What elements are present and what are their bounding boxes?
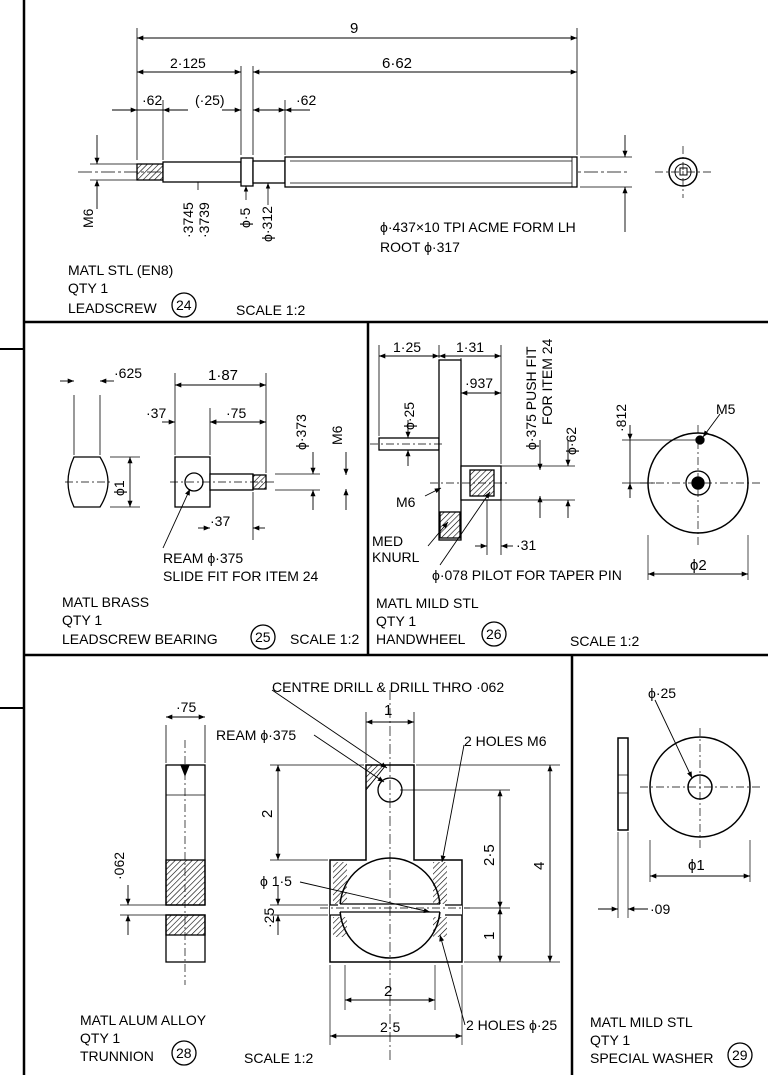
note-med: MED bbox=[372, 533, 403, 549]
bearing-drawing bbox=[60, 373, 349, 549]
dim-625: ·625 bbox=[114, 365, 142, 381]
dim-m5: M5 bbox=[716, 401, 736, 417]
dim-left: 2·125 bbox=[170, 55, 206, 71]
dim-937: ·937 bbox=[465, 375, 493, 391]
title-scale: SCALE 1:2 bbox=[570, 633, 639, 649]
dim-09: ·09 bbox=[650, 901, 670, 917]
item-number-circle bbox=[171, 1040, 197, 1066]
dim-3739: ·3739 bbox=[196, 202, 212, 238]
title-matl: MATL ALUM ALLOY bbox=[80, 1012, 207, 1028]
dim-acme: ϕ·437×10 TPI ACME FORM LH bbox=[380, 219, 576, 235]
dim-131: 1·31 bbox=[456, 339, 484, 355]
dim-037b: ·37 bbox=[210, 513, 230, 529]
dim-812: ·812 bbox=[613, 404, 629, 432]
dim-25b: 2·5 bbox=[380, 1019, 400, 1035]
bearing-labels: ·625 1·87 ·37 ·75 ϕ·373 M6 ϕ1 ·37 REAM ϕ… bbox=[62, 365, 359, 650]
dim-025: ϕ·25 bbox=[648, 685, 676, 701]
note-holes-m6: 2 HOLES M6 bbox=[464, 733, 547, 749]
item-number-circle bbox=[250, 624, 276, 650]
note-ream: REAM ϕ·375 bbox=[163, 550, 243, 566]
item-number: 26 bbox=[486, 626, 502, 642]
dim-overall: 9 bbox=[350, 20, 358, 37]
dim-3745: ·3745 bbox=[180, 202, 196, 238]
dim-phi1: ϕ1 bbox=[111, 480, 127, 496]
note-slide: SLIDE FIT FOR ITEM 24 bbox=[163, 568, 319, 584]
title-matl: MATL MILD STL bbox=[376, 595, 479, 611]
title-name: SPECIAL WASHER bbox=[590, 1050, 713, 1066]
dim-m6: M6 bbox=[329, 425, 345, 445]
item-number: 25 bbox=[255, 629, 271, 645]
title-qty: QTY 1 bbox=[590, 1032, 630, 1048]
dim-phi1: ϕ1 bbox=[688, 857, 705, 874]
dim-062a: ·62 bbox=[142, 92, 162, 108]
dim-075: ·75 bbox=[176, 699, 196, 715]
title-name: HANDWHEEL bbox=[376, 631, 466, 647]
dim-062: ·062 bbox=[111, 852, 127, 880]
handwheel-drawing bbox=[370, 345, 760, 580]
dim-025: ·25 bbox=[261, 908, 277, 928]
title-qty: QTY 1 bbox=[68, 280, 108, 296]
title-matl: MATL BRASS bbox=[62, 594, 149, 610]
dim-037a: ·37 bbox=[146, 405, 166, 421]
note-ream: REAM ϕ·375 bbox=[216, 727, 296, 743]
title-qty: QTY 1 bbox=[376, 613, 416, 629]
dim-062b: ·62 bbox=[296, 92, 316, 108]
handwheel-labels: 1·25 1·31 ·937 ϕ·25 ϕ·375 PUSH FIT FOR I… bbox=[372, 338, 736, 649]
dim-25: 2·5 bbox=[481, 844, 498, 866]
dim-373: ϕ·373 bbox=[293, 414, 309, 450]
note-pilot: ϕ·078 PILOT FOR TAPER PIN bbox=[432, 567, 622, 583]
title-qty: QTY 1 bbox=[80, 1030, 120, 1046]
leadscrew-drawing bbox=[78, 28, 712, 232]
note-centre: CENTRE DRILL & DRILL THRO ·062 bbox=[272, 679, 504, 695]
item-number-circle bbox=[481, 621, 507, 647]
leadscrew-labels: 9 2·125 6·62 ·62 (·25) ·62 M6 ·3745 ·373… bbox=[68, 20, 576, 318]
title-scale: SCALE 1:2 bbox=[290, 631, 359, 647]
title-matl: MATL STL (EN8) bbox=[68, 262, 173, 278]
washer-drawing bbox=[598, 699, 760, 918]
dim-15: ϕ 1·5 bbox=[260, 873, 292, 889]
trunnion-drawing bbox=[120, 689, 560, 1060]
dim-phi2: ϕ2 bbox=[690, 557, 707, 574]
dim-187: 1·87 bbox=[208, 367, 238, 384]
title-qty: QTY 1 bbox=[62, 612, 102, 628]
dim-1: 1 bbox=[481, 932, 498, 940]
dim-m6: M6 bbox=[80, 208, 96, 228]
dim-m6: M6 bbox=[396, 494, 416, 510]
dim-right: 6·62 bbox=[382, 55, 412, 72]
dim-062: ϕ·62 bbox=[563, 427, 579, 455]
dim-d312: ϕ·312 bbox=[259, 206, 275, 242]
item-number-circle bbox=[171, 292, 197, 318]
dim-025p: (·25) bbox=[195, 92, 225, 108]
dim-075: ·75 bbox=[226, 405, 246, 421]
dim-031: ·31 bbox=[516, 537, 536, 553]
dim-push1: ϕ·375 PUSH FIT bbox=[523, 346, 539, 450]
title-scale: SCALE 1:2 bbox=[244, 1050, 313, 1066]
item-number: 28 bbox=[176, 1045, 192, 1061]
item-number: 24 bbox=[176, 297, 192, 313]
dim-1-top: 1 bbox=[384, 702, 392, 719]
dim-d5: ϕ·5 bbox=[237, 207, 253, 228]
dim-125: 1·25 bbox=[393, 339, 421, 355]
title-name: TRUNNION bbox=[80, 1048, 154, 1064]
title-scale: SCALE 1:2 bbox=[236, 302, 305, 318]
title-name: LEADSCREW BEARING bbox=[62, 631, 218, 647]
dim-025: ϕ·25 bbox=[401, 402, 417, 430]
note-knurl: KNURL bbox=[372, 549, 420, 565]
title-matl: MATL MILD STL bbox=[590, 1014, 693, 1030]
dim-2: 2 bbox=[259, 810, 276, 818]
washer-labels: ϕ·25 ϕ1 ·09 MATL MILD STL QTY 1 SPECIAL … bbox=[590, 685, 753, 1068]
item-number-circle bbox=[727, 1042, 753, 1068]
dim-2b: 2 bbox=[384, 983, 392, 1000]
dim-root: ROOT ϕ·317 bbox=[380, 239, 460, 255]
trunnion-labels: ·75 ·062 CENTRE DRILL & DRILL THRO ·062 … bbox=[80, 679, 557, 1066]
title-name: LEADSCREW bbox=[68, 300, 157, 316]
note-holes-025: 2 HOLES ϕ·25 bbox=[466, 1017, 557, 1033]
dim-4: 4 bbox=[531, 862, 548, 870]
item-number: 29 bbox=[732, 1047, 748, 1063]
dim-push2: FOR ITEM 24 bbox=[539, 338, 555, 425]
